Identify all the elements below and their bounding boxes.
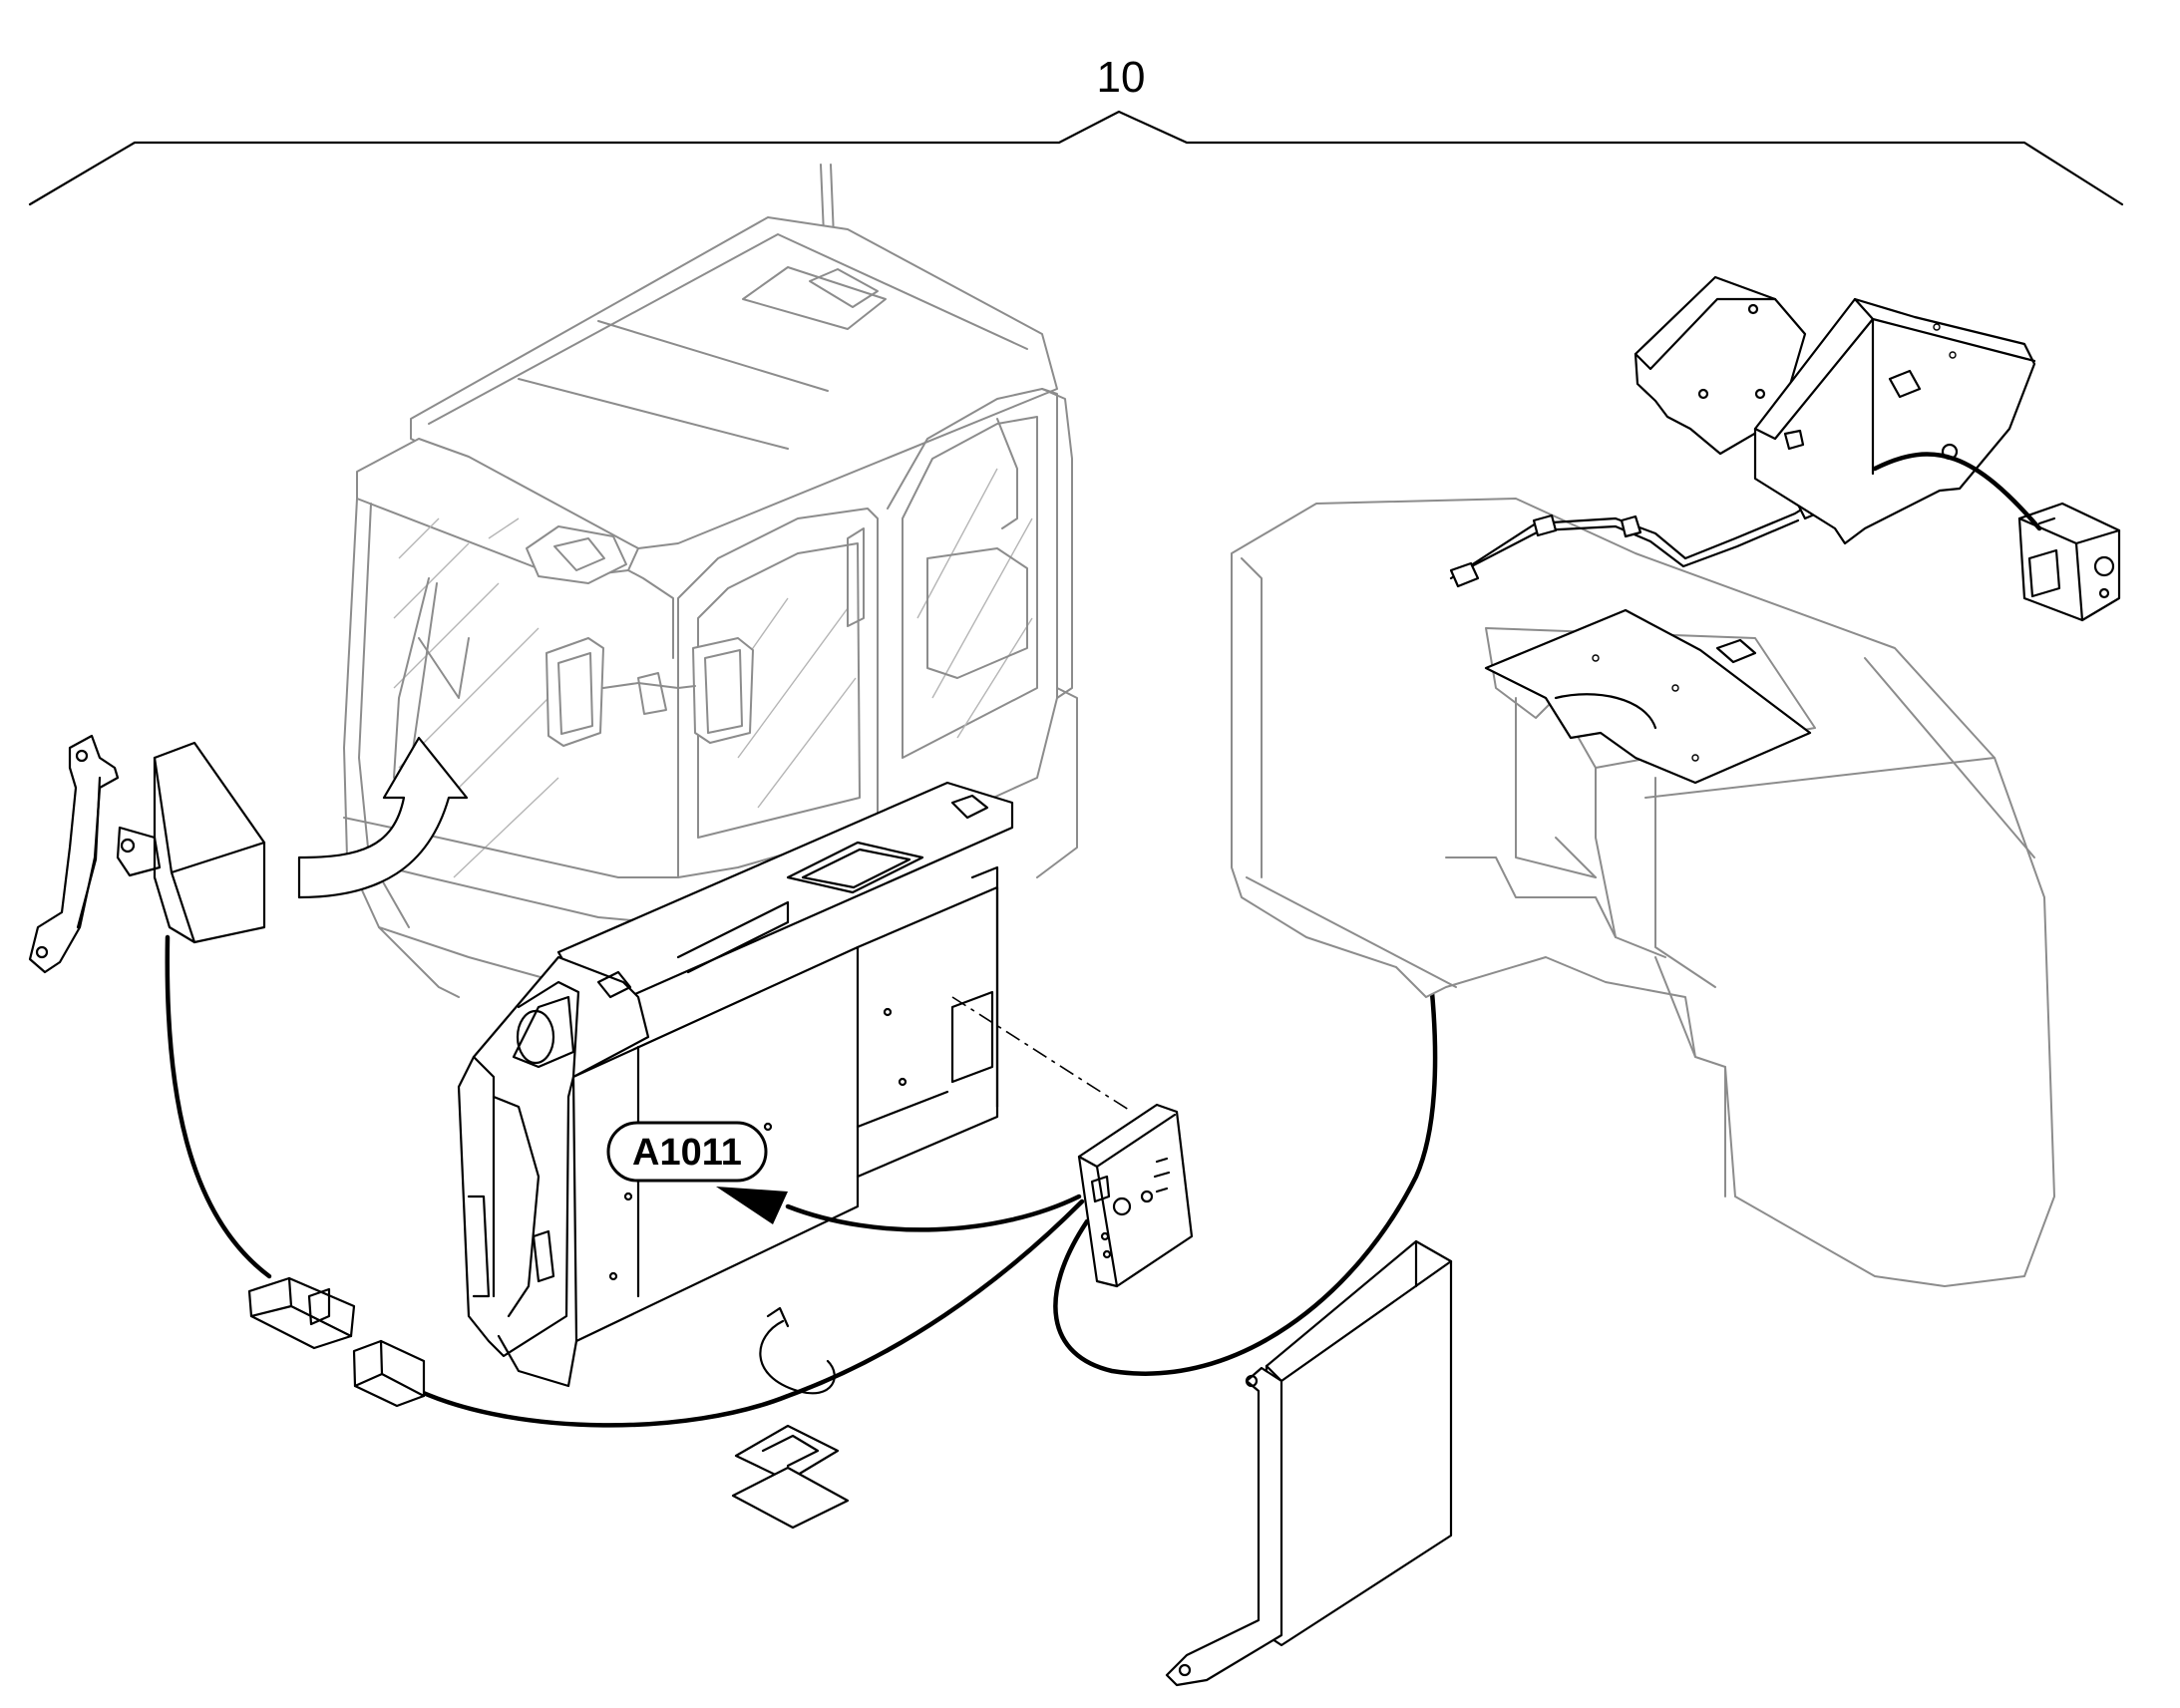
cable-connectors (247, 1276, 426, 1408)
item-number-label: 10 (1097, 53, 1146, 102)
counterweight-outline (1231, 498, 2055, 1287)
assembly-dash-line (951, 996, 1133, 1113)
cab-direction-arrow (297, 736, 469, 899)
camera-cover (1634, 275, 1807, 456)
work-light-assembly (28, 734, 266, 974)
camera-mount-plate (1484, 608, 1812, 785)
camera-lead (1872, 452, 2042, 531)
cable-clamp (759, 1306, 836, 1395)
rear-camera (2017, 502, 2121, 622)
camera-bracket (1753, 297, 2036, 545)
adhesive-mount (731, 1424, 850, 1530)
a1011-callout-label: A1011 (632, 1132, 742, 1174)
control-module (1077, 1103, 1194, 1288)
item-brace (28, 110, 2124, 206)
cover-panel (1165, 1239, 1453, 1687)
a1011-callout: A1011 (606, 1121, 768, 1183)
side-console (457, 781, 1014, 1388)
cab-outline (343, 164, 1078, 998)
a1011-callout-arrow (716, 1187, 1082, 1232)
